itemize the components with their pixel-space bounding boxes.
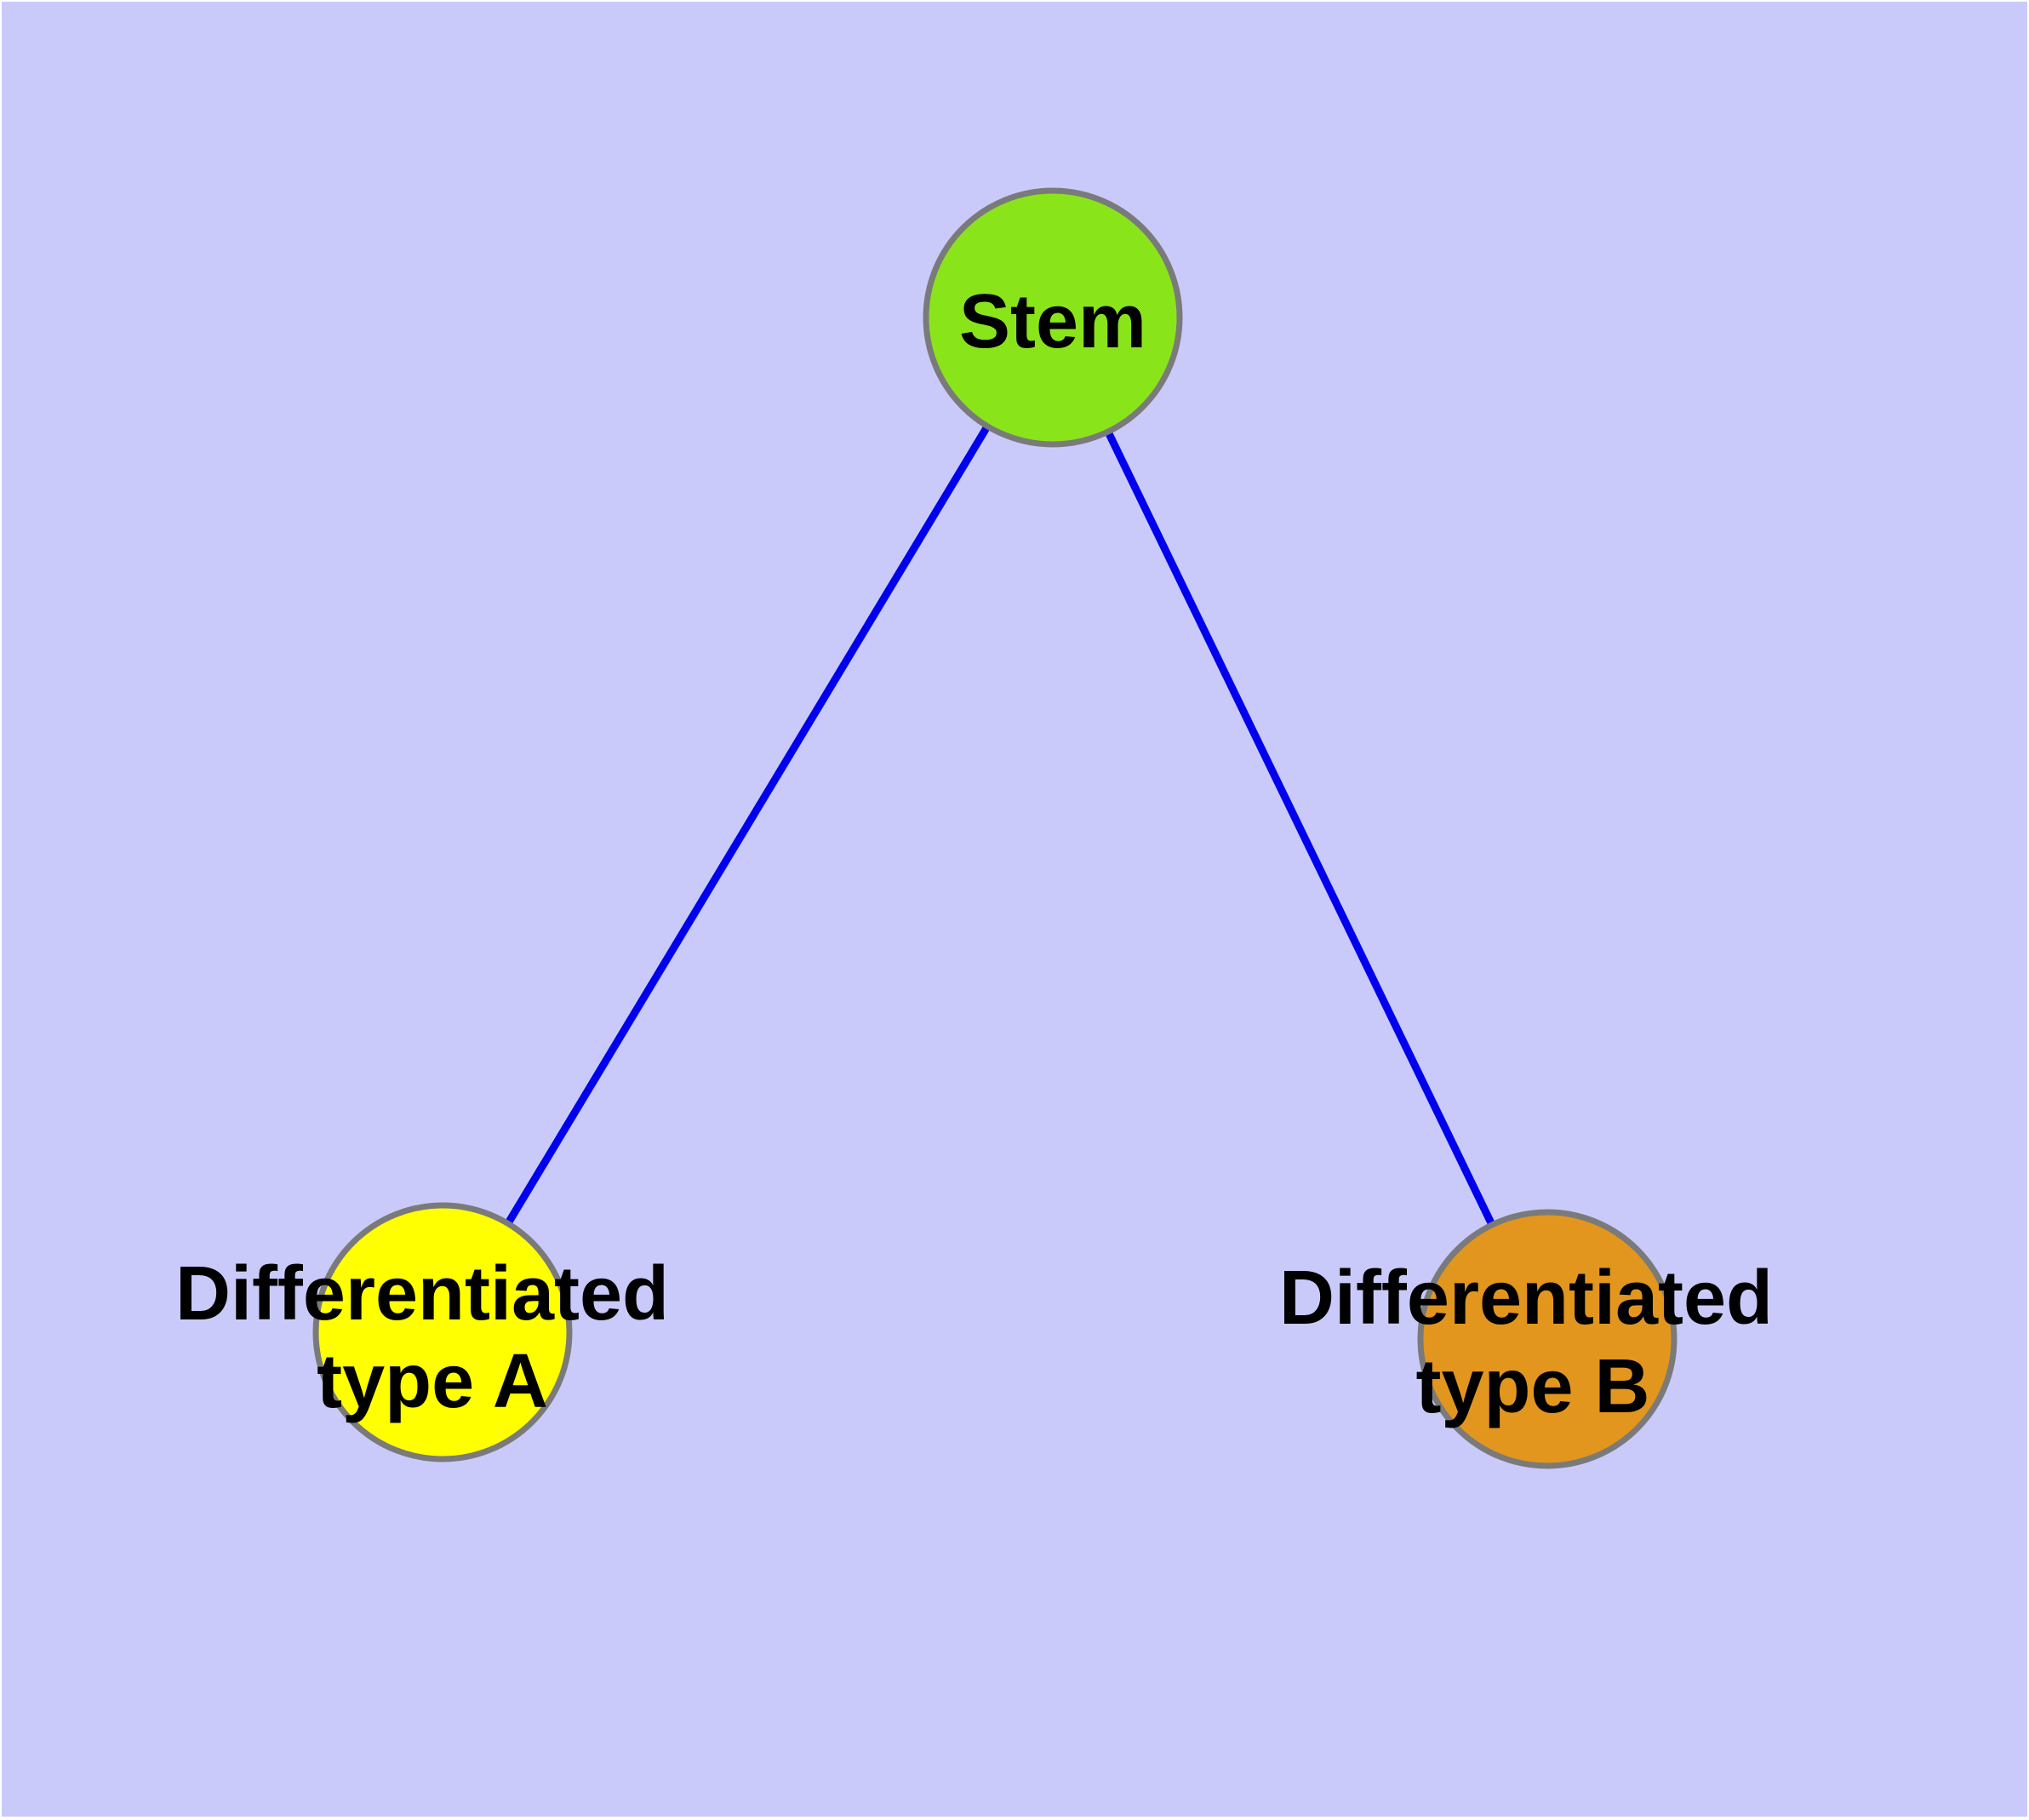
node-type-a: Differentiated type A [175,1202,669,1462]
node-stem-circle [923,187,1183,448]
node-type-b-label-line2: type B [1415,1344,1649,1429]
node-type-b-label-line1: Differentiated [1279,1256,1773,1341]
node-type-a-label-line2: type A [317,1339,548,1424]
node-stem-label: Stem [959,279,1146,364]
node-type-a-circle [312,1202,573,1462]
edges [439,315,1552,1341]
node-type-b: Differentiated type B [1279,1209,1773,1469]
node-type-a-label-line1: Differentiated [175,1251,669,1336]
edge-stem-to-type-b [1049,316,1552,1341]
node-stem: Stem [923,187,1183,448]
node-type-b-circle [1417,1209,1677,1469]
edge-stem-to-type-a [439,315,1056,1335]
